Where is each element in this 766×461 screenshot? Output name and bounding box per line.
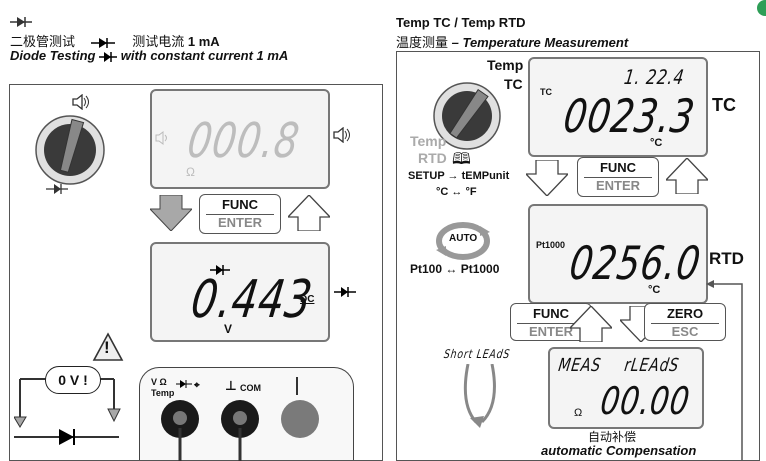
- lcd-tc-unit: °C: [650, 137, 663, 149]
- lcd-tc-tag: TC: [540, 87, 552, 97]
- dial-tc-label: TC: [504, 76, 523, 92]
- setup-line: SETUP → tEMPunit: [408, 170, 510, 182]
- auto-label: AUTO: [449, 233, 478, 244]
- jack3-marker: [296, 377, 298, 395]
- arrow-down-icon: [150, 195, 192, 231]
- enter-label: ENTER: [528, 324, 574, 339]
- probe-leads: [178, 428, 242, 461]
- jack2-label: COM: [240, 383, 261, 393]
- lcd-display-continuity: 000.8 Ω: [150, 89, 330, 189]
- esc-label: ESC: [671, 324, 699, 339]
- lcd-display-diode: 0.443 V DC: [150, 242, 330, 342]
- diode-symbol-icon: [90, 37, 115, 48]
- diode-dial-mark-icon: [46, 184, 68, 194]
- lcd-comp-line1-b: rLEAdS: [623, 355, 681, 376]
- manual-book-icon: 🕮: [452, 151, 471, 168]
- enter-label: ENTER: [595, 178, 641, 193]
- diode-symbol-icon: [99, 51, 118, 62]
- lcd-comp-value: 00.00: [597, 379, 693, 423]
- lcd2-mode: DC: [300, 294, 315, 305]
- jack1-label-b: Temp: [151, 388, 175, 398]
- lcd-comp-line1-a: MEAS: [557, 355, 603, 376]
- func-label: FUNC: [221, 197, 259, 212]
- dial-temp2-label: Temp: [410, 133, 447, 149]
- jack1-label-a: V Ω: [151, 377, 167, 387]
- right-title-cn: 温度测量: [396, 35, 449, 50]
- warning-mark: !: [104, 338, 110, 357]
- func-label: FUNC: [599, 160, 637, 175]
- lcd-rtd-value: 0256.0: [566, 236, 705, 290]
- left-title-en: Diode Testing: [10, 48, 96, 63]
- svg-text:⌖: ⌖: [193, 380, 200, 390]
- left-title-cn-line: 二极管测试 测试电流 1 mA: [10, 31, 220, 50]
- lcd-display-compensation: MEAS rLEAdS 00.00 Ω: [548, 347, 704, 429]
- comp-cn: 自动补偿: [588, 430, 637, 444]
- auto-cycle-icon: [436, 222, 490, 260]
- left-title-cn: 二极管测试: [10, 34, 76, 49]
- arrow-up-icon: [288, 195, 330, 231]
- right-title-en2: – Temperature Measurement: [451, 35, 629, 50]
- lcd1-value: 000.8: [184, 113, 304, 169]
- lcd-display-rtd: Pt1000 0256.0 °C: [528, 204, 708, 304]
- right-title-line2: 温度测量 – Temperature Measurement: [396, 32, 628, 51]
- jack-com-hole: [233, 411, 247, 425]
- speaker-icon: [72, 94, 89, 110]
- corner-tab: [757, 0, 766, 16]
- arrow-up-icon: [570, 306, 612, 342]
- lcd1-unit: Ω: [186, 165, 195, 179]
- rotary-dial-icon[interactable]: [30, 110, 110, 190]
- lcd-rtd-unit: °C: [648, 284, 661, 296]
- short-leads-label: Short LEAdS: [443, 347, 512, 361]
- jack-v-ohm-temp-hole: [173, 411, 187, 425]
- left-title-en2: with constant current 1 mA: [120, 48, 289, 63]
- func-enter-button[interactable]: FUNC ENTER: [199, 194, 281, 234]
- speaker-icon: [333, 127, 350, 143]
- lcd-rtd-tag: Pt1000: [536, 240, 566, 250]
- speaker-icon: [155, 131, 167, 145]
- lcd-display-tc: 1. 22.4 TC 0023.3 °C: [528, 57, 708, 157]
- zero-esc-button[interactable]: ZERO ESC: [644, 303, 726, 341]
- tc-side-label: TC: [712, 95, 736, 115]
- diode-symbol-icon: [334, 287, 356, 297]
- lcd-tc-value: 0023.3: [560, 89, 699, 143]
- func-label: FUNC: [532, 306, 570, 321]
- rtd-side-label: RTD: [709, 249, 744, 268]
- right-title-en: Temp TC / Temp RTD: [396, 15, 526, 30]
- return-arrow-line: [706, 280, 743, 461]
- enter-label: ENTER: [217, 215, 263, 230]
- unit-line: °C ↔ °F: [436, 186, 477, 198]
- dial-temp-label: Temp: [487, 57, 524, 73]
- rotary-dial-temp-icon[interactable]: [427, 80, 507, 152]
- ground-symbol-icon: ⊥: [225, 378, 237, 393]
- lcd2-value: 0.443: [187, 270, 317, 330]
- zero-volt-warning: 0 V !: [45, 366, 101, 394]
- diode-symbol-icon: [10, 17, 32, 27]
- dial-rtd-label: RTD: [418, 150, 447, 166]
- zero-label: ZERO: [666, 306, 704, 321]
- jack-current[interactable]: [281, 400, 319, 438]
- func-enter-button-tc[interactable]: FUNC ENTER: [577, 157, 659, 197]
- arrow-down-icon: [526, 160, 568, 196]
- left-title-cn2: 测试电流: [132, 34, 185, 49]
- diode-indicator-icon: [210, 265, 230, 275]
- pt-line: Pt100 ↔ Pt1000: [410, 262, 500, 276]
- lcd2-unit: V: [224, 322, 233, 336]
- lcd-tc-small-value: 1. 22.4: [622, 65, 687, 89]
- diode-jack-mark-icon: ⌖: [176, 380, 200, 390]
- left-title-current: 1 mA: [187, 34, 220, 49]
- arrow-up-icon: [666, 158, 708, 194]
- comp-en: automatic Compensation: [541, 443, 697, 458]
- probe-tips-diagram: [463, 364, 496, 428]
- left-title-en-line: Diode Testing with constant current 1 mA: [10, 48, 288, 63]
- warning-icon: [92, 332, 124, 361]
- lcd-comp-unit: Ω: [574, 407, 583, 419]
